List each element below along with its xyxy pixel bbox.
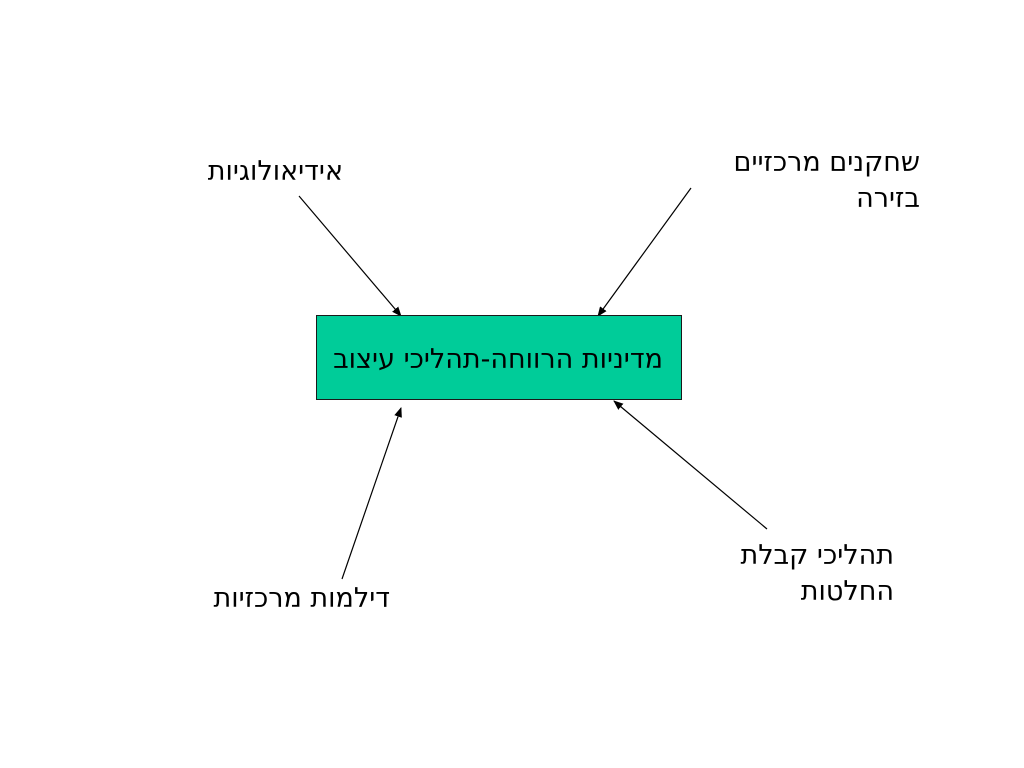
center-node-box [316, 315, 682, 400]
central-players-label: שחקנים מרכזיים בזירה [650, 145, 920, 217]
central-players-line-1: שחקנים מרכזיים [733, 147, 920, 178]
central-dilemmas-text: דילמות מרכזיות [213, 583, 391, 614]
center-node-label: מדיניות הרווחה-תהליכי עיצוב [333, 344, 663, 375]
ideologies-text: אידיאולוגיות [207, 156, 343, 187]
arrow-ideologies-to-center [298, 195, 402, 317]
central-players-line-2: בזירה [856, 183, 920, 214]
arrow-players-to-center [597, 187, 692, 317]
arrow-decisions-to-center [613, 400, 768, 530]
arrow-dilemmas-to-center [341, 407, 402, 580]
decision-processes-line-2: החלטות [800, 576, 894, 607]
central-dilemmas-label: דילמות מרכזיות [150, 581, 391, 617]
decision-processes-label: תהליכי קבלת החלטות [650, 538, 894, 610]
decision-processes-line-1: תהליכי קבלת [740, 540, 894, 571]
ideologies-label: אידיאולוגיות [150, 154, 343, 190]
